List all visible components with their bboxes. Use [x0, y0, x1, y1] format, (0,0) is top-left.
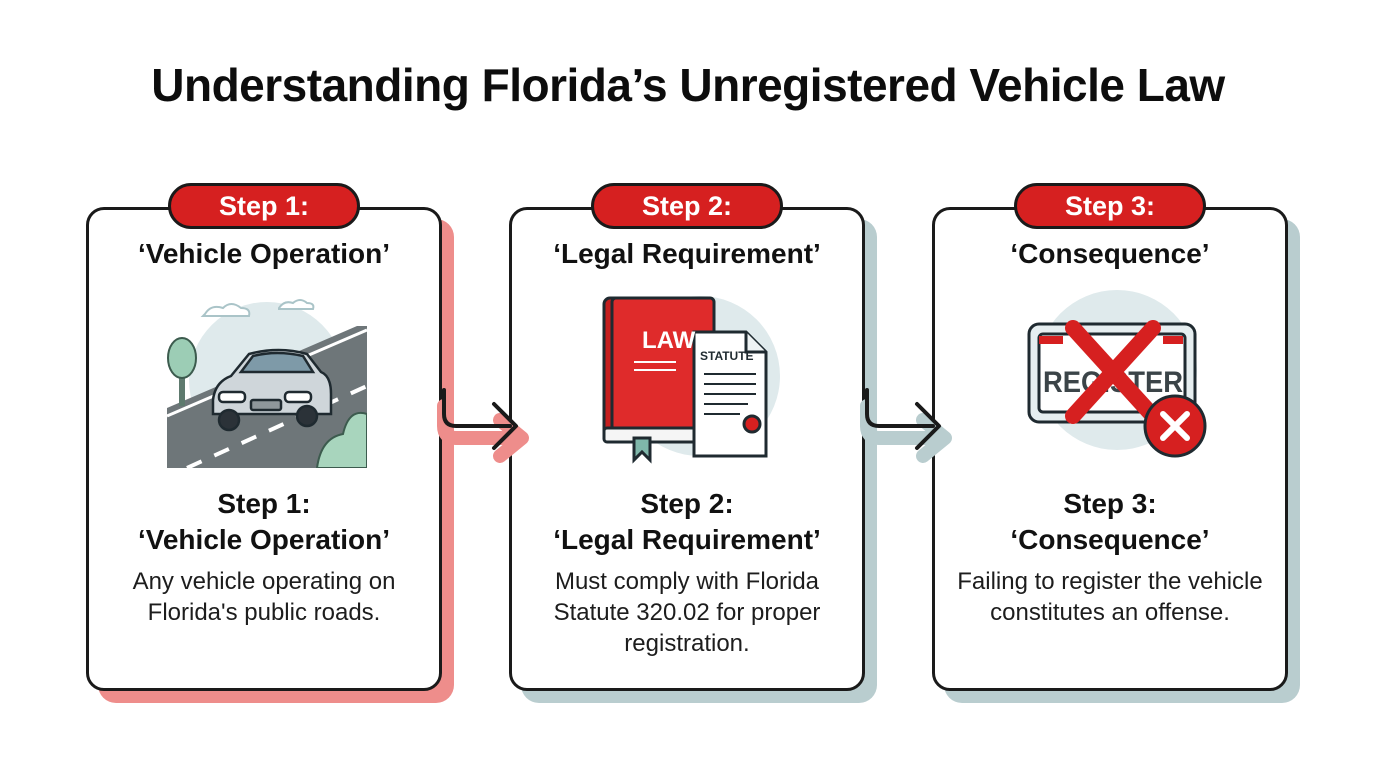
step-3-name: ‘Consequence’	[1010, 524, 1210, 555]
step-3-description: Failing to register the vehicle constitu…	[957, 568, 1263, 626]
step-2-name: ‘Legal Requirement’	[553, 524, 821, 555]
page-title: Understanding Florida’s Unregistered Veh…	[151, 59, 1225, 111]
step-3-label: Step 3:	[1063, 488, 1157, 519]
step-1-badge: Step 1:	[168, 183, 360, 229]
step-card-3: ‘Consequence’ REGISTER Step 3: ‘Conseque…	[932, 207, 1288, 691]
step-2-badge: Step 2:	[591, 183, 783, 229]
step-3-title: ‘Consequence’	[1010, 238, 1210, 269]
step-card-1: ‘Vehicle Operation’ Step 1: ‘Vehi	[86, 207, 442, 691]
law-book-statute-icon: LAW STATUTE	[590, 288, 790, 468]
arrow-connector-1-icon	[437, 388, 529, 463]
arrow-connector-2-icon	[860, 388, 952, 463]
step-3-badge: Step 3:	[1014, 183, 1206, 229]
step-1-label: Step 1:	[217, 488, 311, 519]
step-1-title: ‘Vehicle Operation’	[137, 238, 391, 269]
car-on-road-icon	[166, 288, 368, 470]
step-2-description: Must comply with Florida Statute 320.02 …	[553, 568, 821, 657]
step-2-label: Step 2:	[640, 488, 734, 519]
step-1-description: Any vehicle operating on Florida's publi…	[132, 568, 396, 626]
step-card-2: ‘Legal Requirement’ LAW STATUTE	[509, 207, 865, 691]
step-1-name: ‘Vehicle Operation’	[137, 524, 391, 555]
crossed-out-plate-icon: REGISTER	[1013, 288, 1213, 468]
step-2-title: ‘Legal Requirement’	[553, 238, 821, 269]
statute-doc-text: STATUTE	[700, 349, 754, 363]
law-book-text: LAW	[642, 327, 696, 354]
